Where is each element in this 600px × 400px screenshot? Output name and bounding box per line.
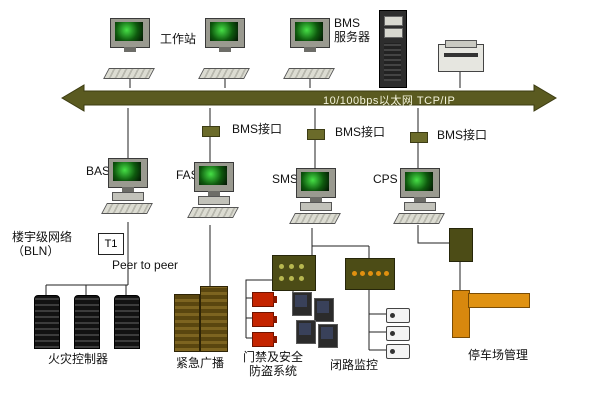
peer-to-peer-label: Peer to peer	[112, 258, 179, 272]
printer-icon	[438, 40, 484, 72]
bms-server-label: BMS 服务器	[334, 16, 371, 44]
t1-box: T1	[98, 233, 124, 255]
parking-controller-box-icon	[449, 228, 473, 262]
access-control-box-icon	[272, 255, 316, 291]
camera-unit-2-icon	[386, 326, 410, 341]
cctv-switcher-box-icon	[345, 258, 395, 290]
fire-controller-tower-1-icon	[34, 295, 60, 349]
fas-computer-icon	[187, 162, 239, 224]
bms-interface-label-1: BMS接口	[232, 122, 283, 136]
ethernet-bus	[61, 84, 557, 112]
broadcast-tower-2-icon	[200, 286, 228, 352]
camera-unit-3-icon	[386, 344, 410, 359]
broadcast-tower-1-icon	[174, 294, 200, 352]
workstation-1-icon	[103, 18, 155, 80]
sms-label: SMS	[272, 172, 299, 186]
cps-computer-icon	[393, 168, 445, 230]
alarm-connector-1-icon	[252, 292, 277, 307]
server-tower-icon	[379, 10, 407, 88]
fire-controller-tower-3-icon	[114, 295, 140, 349]
bms-server-computer-icon	[283, 18, 335, 80]
cctv-monitor-4-icon	[318, 324, 338, 348]
emergency-broadcast-label: 紧急广播	[176, 356, 225, 370]
workstation-2-icon	[198, 18, 250, 80]
fire-controller-tower-2-icon	[74, 295, 100, 349]
cps-label: CPS	[373, 172, 398, 186]
parking-barrier-arm-icon	[468, 293, 530, 308]
alarm-connector-3-icon	[252, 332, 277, 347]
bms-interface-label-3: BMS接口	[437, 128, 488, 142]
bas-computer-icon	[101, 158, 153, 220]
cctv-monitor-1-icon	[292, 292, 312, 316]
workstation-label: 工作站	[160, 32, 197, 46]
cctv-monitor-2-icon	[314, 298, 334, 322]
bms-interface-chip-2	[307, 129, 325, 140]
bln-label: 楼宇级网络 （BLN）	[12, 230, 73, 258]
bms-interface-chip-1	[202, 126, 220, 137]
camera-unit-1-icon	[386, 308, 410, 323]
access-security-label: 门禁及安全 防盗系统	[243, 350, 304, 378]
ethernet-bus-label: 10/100bps以太网 TCP/IP	[323, 95, 456, 107]
cctv-monitor-3-icon	[296, 320, 316, 344]
alarm-connector-2-icon	[252, 312, 277, 327]
parking-barrier-post-icon	[452, 290, 470, 338]
sms-computer-icon	[289, 168, 341, 230]
bas-label: BAS	[86, 164, 111, 178]
bms-interface-label-2: BMS接口	[335, 125, 386, 139]
cctv-label: 闭路监控	[330, 358, 379, 372]
fire-controller-label: 火灾控制器	[48, 352, 109, 366]
fas-label: FAS	[176, 168, 199, 182]
bms-interface-chip-3	[410, 132, 428, 143]
parking-label: 停车场管理	[468, 348, 529, 362]
